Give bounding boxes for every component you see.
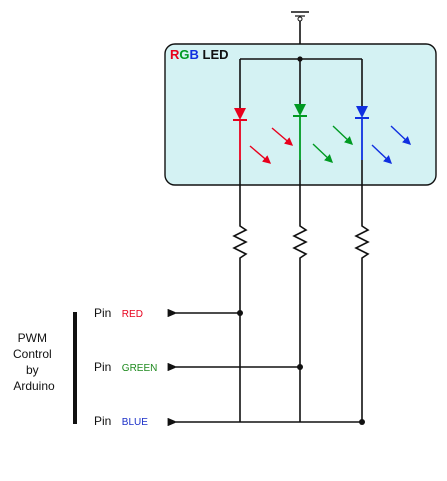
controller-label-line: PWM (18, 331, 47, 345)
pin-word: Pin (94, 414, 111, 428)
title-letter-g: G (179, 47, 189, 62)
red-resistor-icon (232, 222, 248, 262)
controller-label-line: Control (13, 347, 52, 361)
green-light-arrow-icon (312, 143, 334, 163)
pin-name-green: GREEN (122, 363, 158, 374)
pin-label-red: Pin RED (94, 304, 143, 321)
title-letter-b: B (190, 47, 199, 62)
controller-label-line: Arduino (13, 379, 55, 393)
controller-label: PWM Control by Arduino (13, 331, 55, 393)
pin-word: Pin (94, 360, 111, 374)
red-diode-icon (234, 108, 246, 120)
blue-diode-icon (356, 106, 368, 118)
green-resistor-icon (292, 222, 308, 262)
blue-light-arrow-icon (371, 144, 393, 164)
red-led-channel (233, 59, 294, 222)
title-letter-r: R (170, 47, 180, 62)
supply-terminal-icon (291, 11, 309, 22)
pin-label-green: Pin GREEN (94, 358, 157, 375)
blue-pin-junction (359, 419, 365, 425)
controller-label-line: by (26, 363, 39, 377)
red-light-arrow-icon (271, 127, 294, 146)
pin-word: Pin (94, 306, 111, 320)
pin-name-red: RED (122, 309, 143, 320)
title-led-word: LED (199, 47, 229, 62)
green-diode-icon (294, 104, 306, 116)
green-led-channel (293, 59, 354, 222)
red-pin-junction (237, 310, 243, 316)
green-light-arrow-icon (332, 125, 354, 145)
pin-label-blue: Pin BLUE (94, 412, 148, 429)
red-light-arrow-icon (249, 145, 272, 164)
blue-light-arrow-icon (390, 125, 412, 145)
rgb-led-title: RGB LED (170, 47, 229, 62)
pin-name-blue: BLUE (122, 417, 148, 428)
blue-resistor-icon (354, 222, 370, 262)
blue-led-channel (355, 59, 412, 222)
green-pin-junction (297, 364, 303, 370)
